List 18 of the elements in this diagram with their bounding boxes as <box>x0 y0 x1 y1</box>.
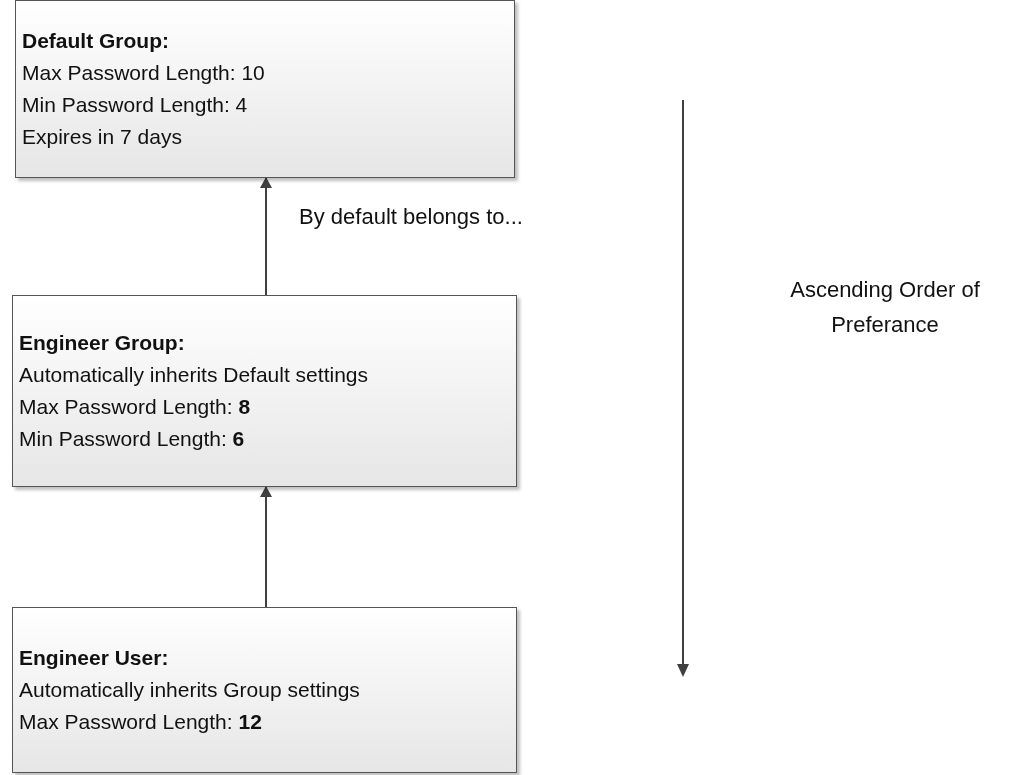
setting-line: Min Password Length: 4 <box>22 92 249 118</box>
group-box <box>15 0 515 178</box>
setting-line: Automatically inherits Group settings <box>19 677 361 703</box>
arrow <box>260 486 272 608</box>
box-heading: Engineer Group: <box>19 330 186 356</box>
box-heading: Default Group: <box>22 28 170 54</box>
setting-line: Automatically inherits Default settings <box>19 362 369 388</box>
edge-label: By default belongs to... <box>298 203 524 231</box>
group-box <box>12 607 517 773</box>
arrow <box>260 177 272 296</box>
group-box <box>12 295 517 487</box>
setting-line: Expires in 7 days <box>22 124 183 150</box>
box-heading: Engineer User: <box>19 645 170 671</box>
setting-line: Max Password Length: 8 <box>19 394 252 420</box>
setting-line: Max Password Length: 10 <box>22 60 266 86</box>
setting-line: Min Password Length: 6 <box>19 426 246 452</box>
setting-line: Max Password Length: 12 <box>19 709 263 735</box>
note-text: Ascending Order of Preferance <box>789 276 981 339</box>
